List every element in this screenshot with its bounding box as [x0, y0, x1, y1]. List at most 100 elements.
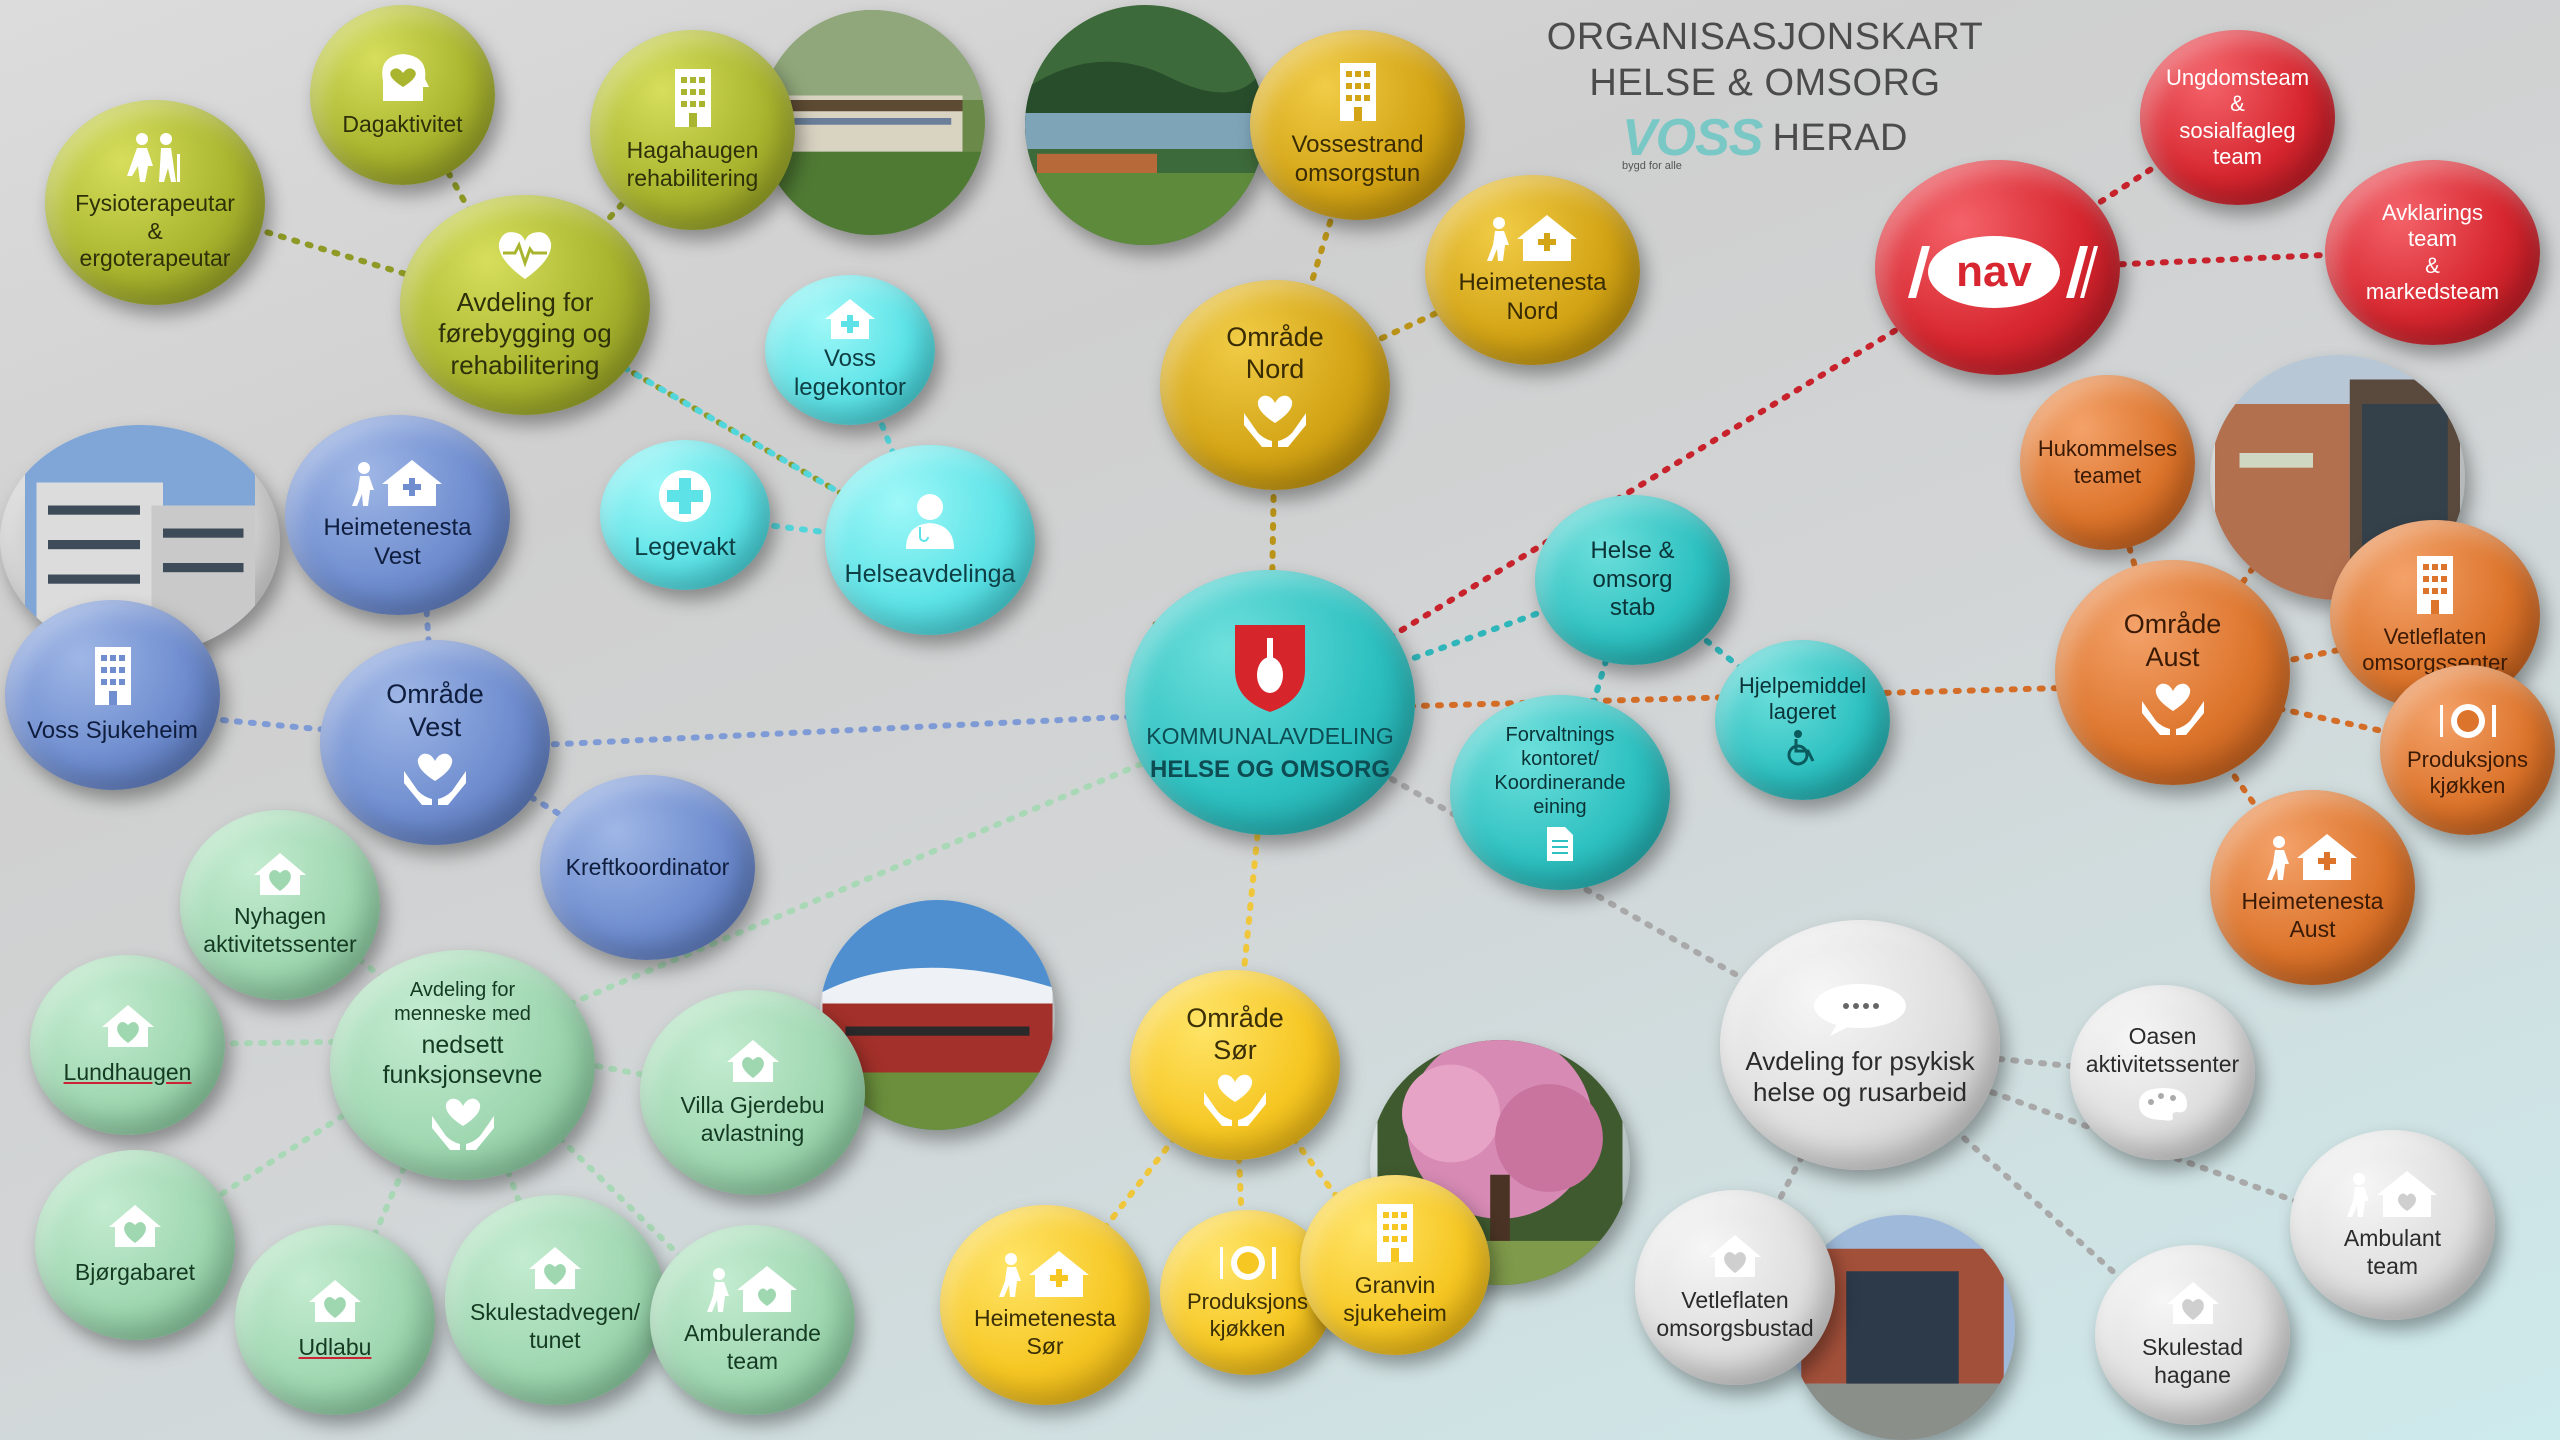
- house-heart-icon: [309, 1280, 361, 1323]
- node-psykisk[interactable]: Avdeling for psykisk helse og rusarbeid: [1720, 920, 2000, 1170]
- person-house-icon: [706, 1266, 797, 1313]
- bjorgabaret-label: Bjørgabaret: [74, 1259, 196, 1286]
- node-helse-stab[interactable]: Helse & omsorg stab: [1535, 495, 1730, 665]
- building-icon: [2417, 555, 2453, 614]
- node-nav[interactable]: nav: [1875, 160, 2120, 375]
- node-heimetenesta-vest[interactable]: Heimetenesta Vest: [285, 415, 510, 615]
- walking-people-icon: [127, 133, 180, 183]
- header-title-line3: HERAD: [1772, 117, 1909, 160]
- building-icon: [674, 69, 711, 128]
- house-heart-icon: [1709, 1234, 1761, 1277]
- node-skulestadvegen[interactable]: Skulestadvegen/ tunet: [445, 1195, 665, 1405]
- node-fysioterapeutar[interactable]: Fysioterapeutar & ergoterapeutar: [45, 100, 265, 305]
- nedsett-label-small: Avdeling for menneske med: [394, 979, 531, 1025]
- nyhagen-label: Nyhagen aktivitetssenter: [203, 903, 357, 957]
- node-hagahaugen[interactable]: Hagahaugen rehabilitering: [590, 30, 795, 230]
- ungdomsteam-label: Ungdomsteam & sosialfagleg team: [2165, 64, 2310, 169]
- node-ambulerande[interactable]: Ambulerande team: [650, 1225, 855, 1415]
- oasen-label: Oasen aktivitetssenter: [2085, 1022, 2240, 1077]
- building-icon: [1339, 63, 1376, 122]
- hagahaugen-label: Hagahaugen rehabilitering: [626, 137, 759, 191]
- node-forebygging[interactable]: Avdeling for førebygging og rehabiliteri…: [400, 195, 650, 415]
- node-omrade-vest[interactable]: Område Vest: [320, 640, 550, 845]
- person-house-icon: [351, 460, 442, 507]
- doctor-icon: [906, 494, 954, 549]
- center-title-line1: KOMMUNALAVDELING: [1146, 722, 1394, 749]
- node-omrade-nord[interactable]: Område Nord: [1160, 280, 1390, 490]
- node-heimetenesta-nord[interactable]: Heimetenesta Nord: [1425, 175, 1640, 365]
- node-heimetenesta-sor[interactable]: Heimetenesta Sør: [940, 1205, 1150, 1405]
- photo-vossestrand-image: [1025, 5, 1265, 245]
- heimetenesta-sor-label: Heimetenesta Sør: [974, 1305, 1116, 1359]
- node-legevakt[interactable]: Legevakt: [600, 440, 770, 590]
- omrade-sor-label: Område Sør: [1186, 1002, 1284, 1065]
- house-heart-icon: [109, 1205, 161, 1248]
- produksjon-sor-label: Produksjons kjøkken: [1186, 1289, 1309, 1341]
- omrade-vest-label: Område Vest: [386, 679, 484, 742]
- forvaltning-label: Forvaltnings kontoret/ Koordinerande ein…: [1494, 723, 1626, 818]
- heimetenesta-nord-label: Heimetenesta Nord: [1458, 269, 1607, 325]
- house-cross-icon: [825, 299, 875, 340]
- kreftkoordinator-label: Kreftkoordinator: [565, 853, 730, 880]
- voss-legekontor-label: Voss legekontor: [793, 345, 907, 401]
- photo-vossestrand: [1025, 5, 1265, 245]
- node-hukommelses[interactable]: Hukommelses teamet: [2020, 375, 2195, 550]
- node-dagaktivitet[interactable]: Dagaktivitet: [310, 5, 495, 185]
- villa-label: Villa Gjerdebu avlastning: [680, 1091, 825, 1146]
- palette-icon: [2138, 1088, 2187, 1121]
- nav-logo-icon: nav: [1907, 235, 2098, 308]
- omrade-aust-label: Område Aust: [2123, 609, 2222, 672]
- heimetenesta-aust-label: Heimetenesta Aust: [2241, 887, 2384, 942]
- person-house-icon: [999, 1251, 1089, 1298]
- voss-logo: VOSS: [1621, 108, 1763, 167]
- heart-hands-icon: [404, 753, 466, 805]
- node-helseavdelinga[interactable]: Helseavdelinga: [825, 445, 1035, 635]
- person-house-icon: [1486, 215, 1577, 262]
- node-avklarings[interactable]: Avklarings team & markedsteam: [2325, 160, 2540, 345]
- node-nedsett[interactable]: Avdeling for menneske med nedsett funksj…: [330, 950, 595, 1180]
- node-produksjon-aust[interactable]: Produksjons kjøkken: [2380, 665, 2555, 835]
- node-vossestrand[interactable]: Vossestrand omsorgstun: [1250, 30, 1465, 220]
- house-heart-icon: [529, 1247, 581, 1290]
- node-villa[interactable]: Villa Gjerdebu avlastning: [640, 990, 865, 1195]
- skulestad-hagane-label: Skulestad hagane: [2141, 1334, 2243, 1388]
- vetleflaten-omsorgsbustad-label: Vetleflaten omsorgsbustad: [1656, 1286, 1814, 1341]
- center-node[interactable]: KOMMUNALAVDELING HELSE OG OMSORG: [1125, 570, 1415, 835]
- lundhaugen-label: Lundhaugen: [63, 1059, 192, 1086]
- house-heart-icon: [2166, 1282, 2219, 1325]
- node-ungdomsteam[interactable]: Ungdomsteam & sosialfagleg team: [2140, 30, 2335, 205]
- wheelchair-icon: [1787, 730, 1814, 766]
- node-granvin[interactable]: Granvin sjukeheim: [1300, 1175, 1490, 1355]
- forebygging-label: Avdeling for førebygging og rehabiliteri…: [438, 287, 612, 380]
- node-forvaltning[interactable]: Forvaltnings kontoret/ Koordinerande ein…: [1450, 695, 1670, 890]
- node-ambulant[interactable]: Ambulant team: [2290, 1130, 2495, 1320]
- helseavdelinga-label: Helseavdelinga: [844, 560, 1016, 588]
- node-vetleflaten-omsorgsbustad[interactable]: Vetleflaten omsorgsbustad: [1635, 1190, 1835, 1385]
- node-heimetenesta-aust[interactable]: Heimetenesta Aust: [2210, 790, 2415, 985]
- node-lundhaugen[interactable]: Lundhaugen: [30, 955, 225, 1135]
- node-omrade-sor[interactable]: Område Sør: [1130, 970, 1340, 1160]
- vossestrand-label: Vossestrand omsorgstun: [1291, 131, 1424, 187]
- nav-logo-text: nav: [1956, 247, 2032, 296]
- node-voss-sjukeheim[interactable]: Voss Sjukeheim: [5, 600, 220, 790]
- nedsett-label-large: nedsett funksjonsevne: [382, 1031, 543, 1089]
- node-bjorgabaret[interactable]: Bjørgabaret: [35, 1150, 235, 1340]
- node-skulestad-hagane[interactable]: Skulestad hagane: [2095, 1245, 2290, 1425]
- udlabu-label: Udlabu: [298, 1334, 372, 1361]
- center-title-line2: HELSE OG OMSORG: [1149, 756, 1391, 784]
- node-voss-legekontor[interactable]: Voss legekontor: [765, 275, 935, 425]
- person-house-icon: [2346, 1171, 2437, 1218]
- node-omrade-aust[interactable]: Område Aust: [2055, 560, 2290, 785]
- photo-vetleflaten-bustad: [1790, 1215, 2015, 1440]
- head-heart-icon: [381, 54, 429, 102]
- node-udlabu[interactable]: Udlabu: [235, 1225, 435, 1415]
- building-icon: [94, 646, 131, 705]
- node-nyhagen[interactable]: Nyhagen aktivitetssenter: [180, 810, 380, 1000]
- node-kreftkoordinator[interactable]: Kreftkoordinator: [540, 775, 755, 960]
- node-hjelpemiddel[interactable]: Hjelpemiddel lageret: [1715, 640, 1890, 800]
- header-logo-row: VOSS HERAD: [1540, 107, 1990, 170]
- hjelpemiddel-label: Hjelpemiddel lageret: [1738, 672, 1867, 724]
- header-title-line1: ORGANISASJONSKART: [1546, 16, 1984, 58]
- node-oasen[interactable]: Oasen aktivitetssenter: [2070, 985, 2255, 1160]
- skulestadvegen-label: Skulestadvegen/ tunet: [469, 1299, 641, 1353]
